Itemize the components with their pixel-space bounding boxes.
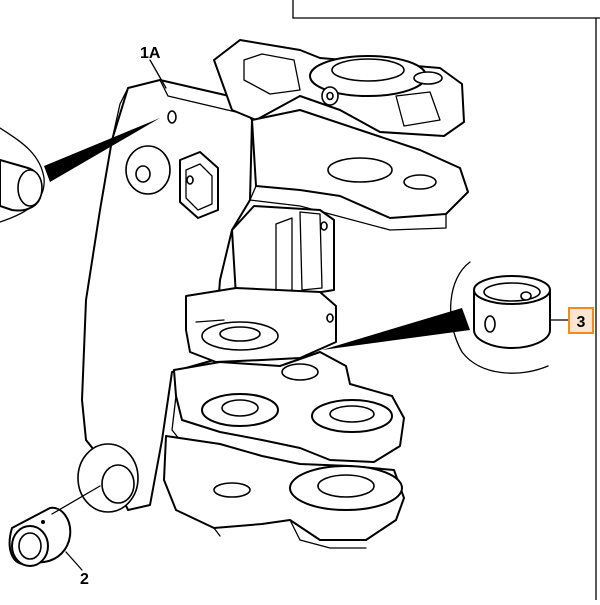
bottom-bracket <box>163 435 405 549</box>
callout-2: 2 <box>80 571 89 588</box>
second-bracket <box>249 109 469 231</box>
top-bracket <box>213 39 465 137</box>
callout-3[interactable]: 3 <box>568 307 594 334</box>
callout-2-label: 2 <box>80 571 89 588</box>
callout-1a: 1A <box>140 45 161 62</box>
pin-detail-left <box>0 118 160 223</box>
leader-1a <box>149 59 167 89</box>
callout-3-highlight-box[interactable] <box>568 307 594 334</box>
bushing-part-2 <box>8 485 101 571</box>
housing-body <box>77 79 253 513</box>
bushing-part-3 <box>322 261 571 374</box>
callout-1a-label: 1A <box>140 45 161 62</box>
lower-bracket <box>171 351 405 463</box>
page-frame <box>292 0 600 601</box>
middle-bracket <box>185 287 337 363</box>
callout-3-label[interactable]: 3 <box>577 314 586 331</box>
central-column <box>231 205 335 301</box>
